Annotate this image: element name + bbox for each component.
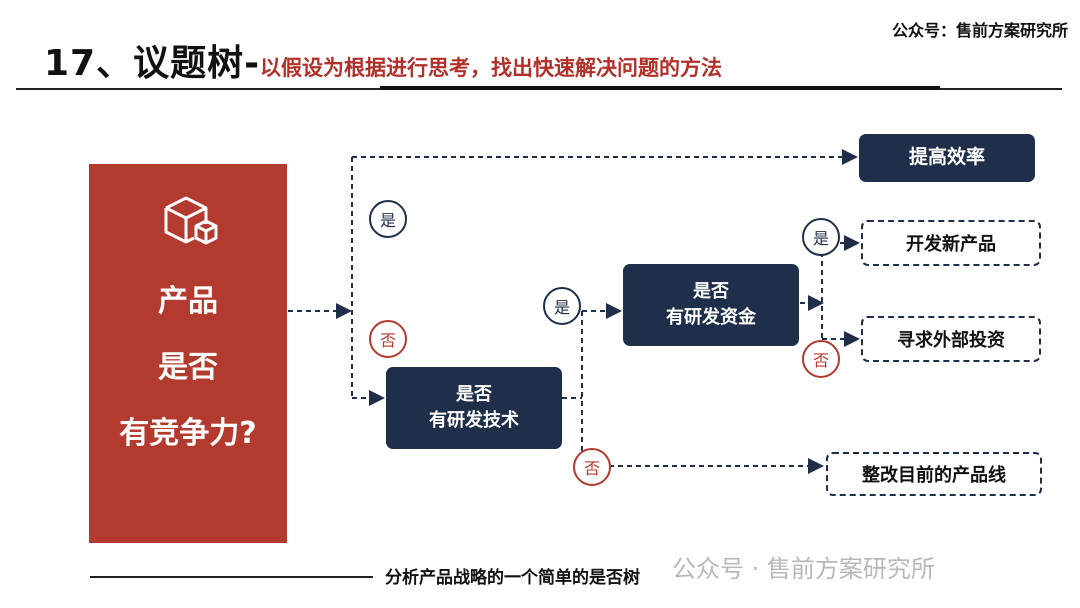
title-subtitle: 以假设为根据进行思考，找出快速解决问题的方法 xyxy=(260,56,723,80)
node-improve-efficiency-label: 提高效率 xyxy=(908,146,985,169)
node-seek-investment-label: 寻求外部投资 xyxy=(897,330,1005,351)
node-seek-investment: 寻求外部投资 xyxy=(861,316,1041,362)
watermark: 公众号 · 售前方案研究所 xyxy=(672,555,935,583)
brand-label: 公众号：售前方案研究所 xyxy=(891,21,1068,40)
node-rd-funds: 是否 有研发资金 xyxy=(623,264,799,346)
node-develop-new-product: 开发新产品 xyxy=(861,220,1041,266)
root-question-panel: 产品 是否 有竞争力? xyxy=(89,164,287,543)
root-line-3: 有竞争力? xyxy=(119,416,257,451)
product-box-icon xyxy=(164,196,218,245)
node-rectify-product-line: 整改目前的产品线 xyxy=(826,452,1042,496)
caption-rule xyxy=(90,576,373,578)
title-divider-accent xyxy=(380,86,940,90)
yes-badge-right: 是 xyxy=(802,218,840,256)
no-badge-left: 否 xyxy=(369,320,407,358)
node-develop-new-product-label: 开发新产品 xyxy=(906,234,996,255)
node-rd-tech-line1: 是否 xyxy=(456,383,492,405)
no-badge-bottom: 否 xyxy=(573,448,611,486)
root-line-2: 是否 xyxy=(158,350,218,385)
yes-badge-top: 是 xyxy=(369,200,407,238)
diagram-caption: 分析产品战略的一个简单的是否树 xyxy=(385,568,640,588)
no-badge-right: 否 xyxy=(802,340,840,378)
node-rectify-product-line-label: 整改目前的产品线 xyxy=(862,465,1006,486)
yes-badge-middle: 是 xyxy=(543,287,581,325)
title-main: 17、议题树- xyxy=(44,43,261,84)
page-title: 17、议题树-以假设为根据进行思考，找出快速解决问题的方法 xyxy=(44,34,722,86)
node-rd-funds-line1: 是否 xyxy=(693,280,729,302)
node-rd-tech-line2: 有研发技术 xyxy=(429,410,519,431)
node-improve-efficiency: 提高效率 xyxy=(859,134,1035,182)
root-line-1: 产品 xyxy=(158,284,218,319)
node-rd-tech: 是否 有研发技术 xyxy=(386,367,562,449)
node-rd-funds-line2: 有研发资金 xyxy=(666,307,756,328)
